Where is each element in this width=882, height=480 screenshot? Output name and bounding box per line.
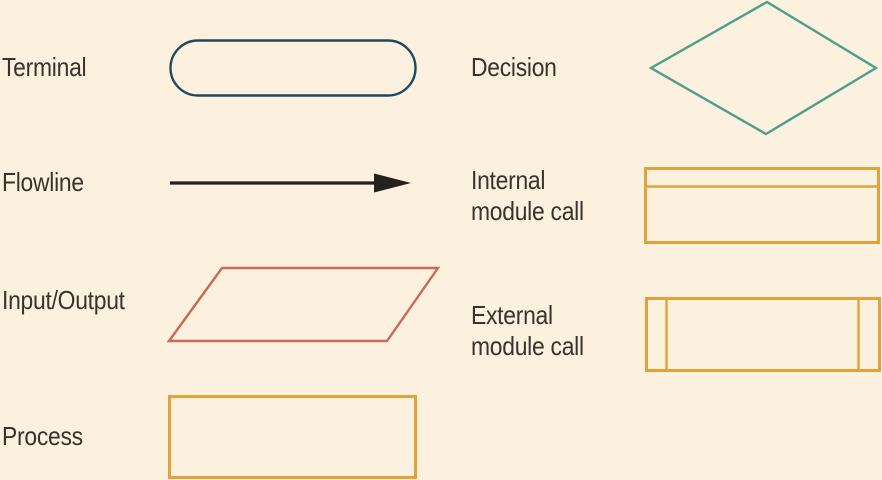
internal-module-outline bbox=[644, 167, 880, 244]
decision-outline bbox=[648, 0, 879, 136]
label-process: Process bbox=[2, 421, 83, 451]
external-module-call-shape bbox=[644, 296, 882, 374]
terminal-outline bbox=[169, 39, 417, 97]
input-output-outline bbox=[166, 266, 441, 343]
flowline-arrow bbox=[168, 170, 414, 196]
external-module-outline bbox=[645, 297, 881, 372]
label-decision: Decision bbox=[471, 52, 557, 82]
label-internal-module-call: Internal module call bbox=[471, 165, 584, 226]
internal-module-call-shape bbox=[643, 166, 881, 246]
label-terminal: Terminal bbox=[2, 52, 87, 82]
label-input-output: Input/Output bbox=[2, 285, 125, 315]
decision-shape bbox=[648, 0, 880, 136]
flowline-arrowhead bbox=[374, 173, 411, 193]
terminal-shape bbox=[168, 38, 418, 98]
process-outline bbox=[168, 395, 417, 479]
label-flowline: Flowline bbox=[2, 167, 84, 197]
process-shape bbox=[167, 394, 419, 480]
label-external-module-call: External module call bbox=[471, 300, 584, 361]
input-output-shape bbox=[165, 263, 443, 346]
